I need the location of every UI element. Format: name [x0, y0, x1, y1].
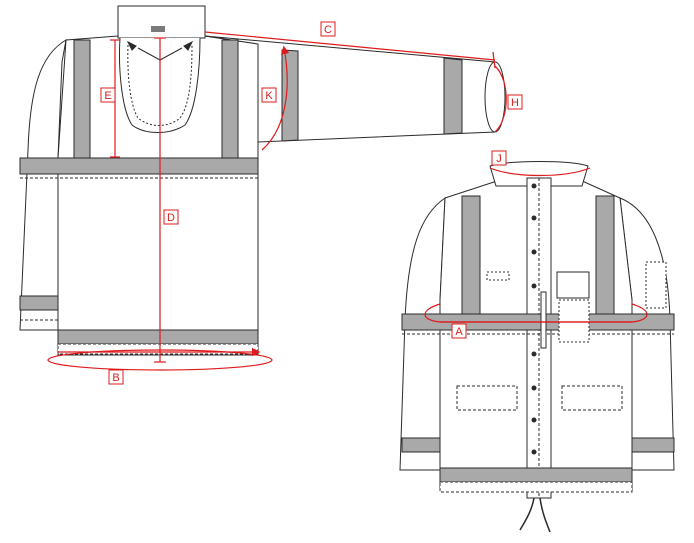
reflective-strip [57, 329, 259, 345]
measure-line-b [47, 349, 273, 371]
reflective-strip [401, 437, 441, 453]
measurement-labels: C E K H D B J A [100, 21, 523, 385]
neck-label [151, 26, 165, 32]
lower-pocket [561, 385, 623, 411]
back-view [19, 5, 506, 356]
reflective-strip [595, 195, 615, 315]
label-e: E [100, 87, 116, 103]
label-d: D [163, 209, 179, 225]
measure-line-k [261, 45, 290, 151]
label-k: K [261, 87, 277, 103]
svg-text:D: D [167, 212, 175, 224]
reflective-strip [221, 39, 239, 159]
label-j: J [491, 150, 507, 166]
sleeve-pocket [645, 261, 667, 309]
label-c: C [320, 21, 336, 37]
reflective-strip [19, 157, 259, 175]
reflective-strip [19, 295, 59, 311]
measurements-back [47, 31, 507, 371]
label-a: A [451, 323, 467, 339]
measurements-front [424, 167, 648, 323]
svg-text:K: K [265, 90, 273, 102]
measure-line-j [489, 167, 591, 177]
chest-pocket [556, 271, 590, 299]
chest-flap [486, 271, 510, 281]
svg-text:A: A [455, 326, 463, 338]
label-h: H [507, 94, 523, 110]
reflective-strip [443, 57, 463, 135]
svg-text:C: C [324, 24, 332, 36]
reflective-strip [73, 39, 91, 159]
measure-line-c [204, 31, 496, 61]
reflective-strip [461, 195, 481, 315]
svg-text:J: J [496, 153, 502, 165]
reflective-strip [439, 467, 633, 483]
reflective-strip [281, 49, 299, 142]
svg-text:B: B [112, 372, 119, 384]
right-sleeve [204, 35, 496, 143]
measure-line-h [494, 65, 507, 133]
front-view [399, 161, 675, 533]
svg-text:E: E [104, 90, 111, 102]
left-sleeve [19, 39, 67, 331]
reflective-strip [631, 437, 675, 453]
drawcord [519, 497, 551, 533]
svg-text:H: H [511, 97, 519, 109]
lower-pocket [456, 385, 518, 411]
label-b: B [108, 369, 124, 385]
collar-box [117, 5, 206, 39]
